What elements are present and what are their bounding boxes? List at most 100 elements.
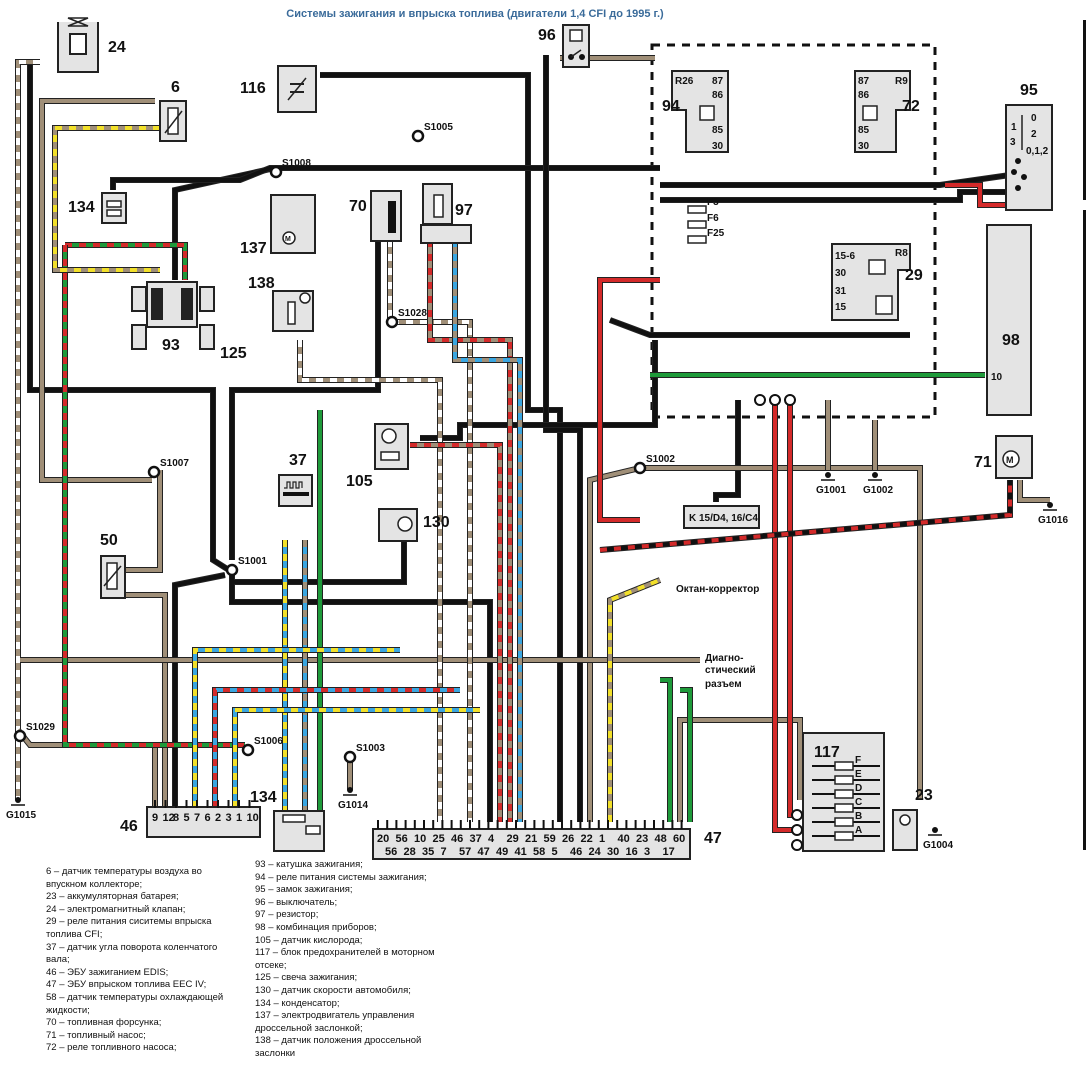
wire-octane-stripe [608,578,661,822]
wire-black-95a-base [660,173,1011,187]
air-temp-sensor-6: 6 [159,79,187,142]
ground-node [825,472,831,478]
relay29-pin-31: 31 [835,286,847,297]
diagnostic-connector-label-3: разъем [705,679,742,690]
wire-green-red-93-stripe [65,243,187,280]
label-94: 94 [662,98,680,115]
wire-black-24 [27,62,234,575]
ecu46-pin-label: 6 [205,812,211,824]
wire-brown-50a-base [125,470,162,572]
fuse-f6 [687,220,707,229]
fusebox-fuse [834,831,854,841]
relay29-code: R8 [895,248,908,259]
ecu46-pin-label: 10 [247,812,259,824]
ground-node [932,827,938,833]
relay29-pin-15-6: 15-6 [835,251,855,262]
label-138: 138 [248,275,275,292]
wire-blue-yellow-46-base [193,648,400,822]
fusebox-fuse-label: C [855,797,862,808]
label-24: 24 [108,39,126,56]
relay72-code: R9 [895,76,908,87]
wire-brown-yellow-6-stripe [53,126,160,272]
legend-item: 46 – ЭБУ зажиганием EDIS; [46,966,169,978]
legend-item: впускном коллекторе; [46,878,143,890]
splice-node [633,461,647,475]
ecu47-pin-label: 25 [433,833,445,845]
ecu46-pin-label: 1 [236,812,242,824]
relay-94: R26 87 86 85 30 94 [662,70,729,153]
wire-black-96-base [544,55,582,822]
ecu47-pin-label: 57 [459,846,471,858]
wire-black-red-71-stripe [599,480,1012,552]
splice-label: S1002 [646,454,675,465]
label-95: 95 [1020,82,1038,99]
legend-item: вала; [46,954,70,966]
wire-black-24-base [28,62,234,574]
relay72-pin-85: 85 [858,125,870,136]
coolant-temp-sensor-50: 50 [100,532,126,599]
splice-node [241,743,255,757]
module-terminal [784,394,796,406]
ecu47-pin-label: 37 [470,833,482,845]
legend-item: отсеке; [255,959,287,971]
splice-node [411,129,425,143]
diagnostic-connector-label-2: стический [705,665,756,676]
legend-item: 6 – датчик температуры воздуха во [46,866,202,877]
wire-brown-50a [125,470,163,573]
page-edge-bar [1083,210,1086,850]
wire-brown-white-138-stripe [298,340,442,822]
fuel-pump-71: M 71 [974,435,1033,479]
solenoid-valve-24: 24 [57,17,126,73]
wire-brown-blue-97-stripe [453,240,522,822]
wire-brown-6-base [40,99,155,482]
ecu47-pin-label: 46 [451,833,463,845]
fuel-injector-70: 70 [349,190,402,242]
wire-brown-s1002b-base [588,466,641,822]
fusebox-fuse-label: F [855,755,861,766]
ecu47-pin-label: 16 [626,846,638,858]
label-23: 23 [915,787,933,804]
wire-black-red-71-base [599,480,1012,552]
ecu47-pin-label: 3 [644,846,650,858]
legend-item: 105 – датчик кислорода; [255,934,363,946]
ecu46-pin-label: 8 [173,812,179,824]
fuse-f25-label: F25 [707,228,725,239]
ign-pos-3: 3 [1010,137,1016,148]
splice-label: S1007 [160,458,189,469]
resistor-97: 97 [420,183,473,244]
fusebox-fuse [834,817,854,827]
wire-black-k15-base [714,400,740,502]
wire-green-red-93 [65,242,188,280]
ecu47-pin-label: 48 [655,833,667,845]
oxygen-sensor-105: 105 [346,423,409,490]
legend-item: 58 – датчик температуры охлаждающей [46,991,224,1003]
legend-item: 95 – замок зажигания; [255,884,353,896]
spark-plugs-125: 125 [131,286,247,362]
ecu46-pin-label: 7 [194,812,200,824]
diagnostic-connector-label-1: Диагно- [705,653,743,664]
relay29-pin-15: 15 [835,302,847,313]
wire-brown-117-base [678,718,802,822]
legend-item: 97 – резистор; [255,909,319,921]
fusebox-fuse-label: B [855,811,862,822]
fusebox-terminal [791,824,803,836]
wire-red-117c-base [773,400,795,832]
ground-node [15,797,21,803]
engine-bay-module-outline [650,43,937,419]
splice-node [269,165,283,179]
ecu47-pin-label: 47 [478,846,490,858]
legend-item: топлива CFI; [46,928,103,940]
capacitor-134-bottom [273,810,325,852]
ecu47-pin-label: 24 [589,846,602,858]
legend-item: 24 – электромагнитный клапан; [46,903,186,915]
wire-green-diag1-base [660,678,672,822]
wire-brown-red-105-base [410,443,502,822]
ground-node [872,472,878,478]
label-97: 97 [455,202,473,219]
legend-item: дроссельной заслонкой; [255,1022,363,1034]
splice-label: S1029 [26,722,55,733]
legend-item: 29 – реле питания сиситемы впрыска [46,916,212,928]
label-37: 37 [289,452,307,469]
label-71: 71 [974,454,992,471]
wire-black-130-base [234,540,406,584]
